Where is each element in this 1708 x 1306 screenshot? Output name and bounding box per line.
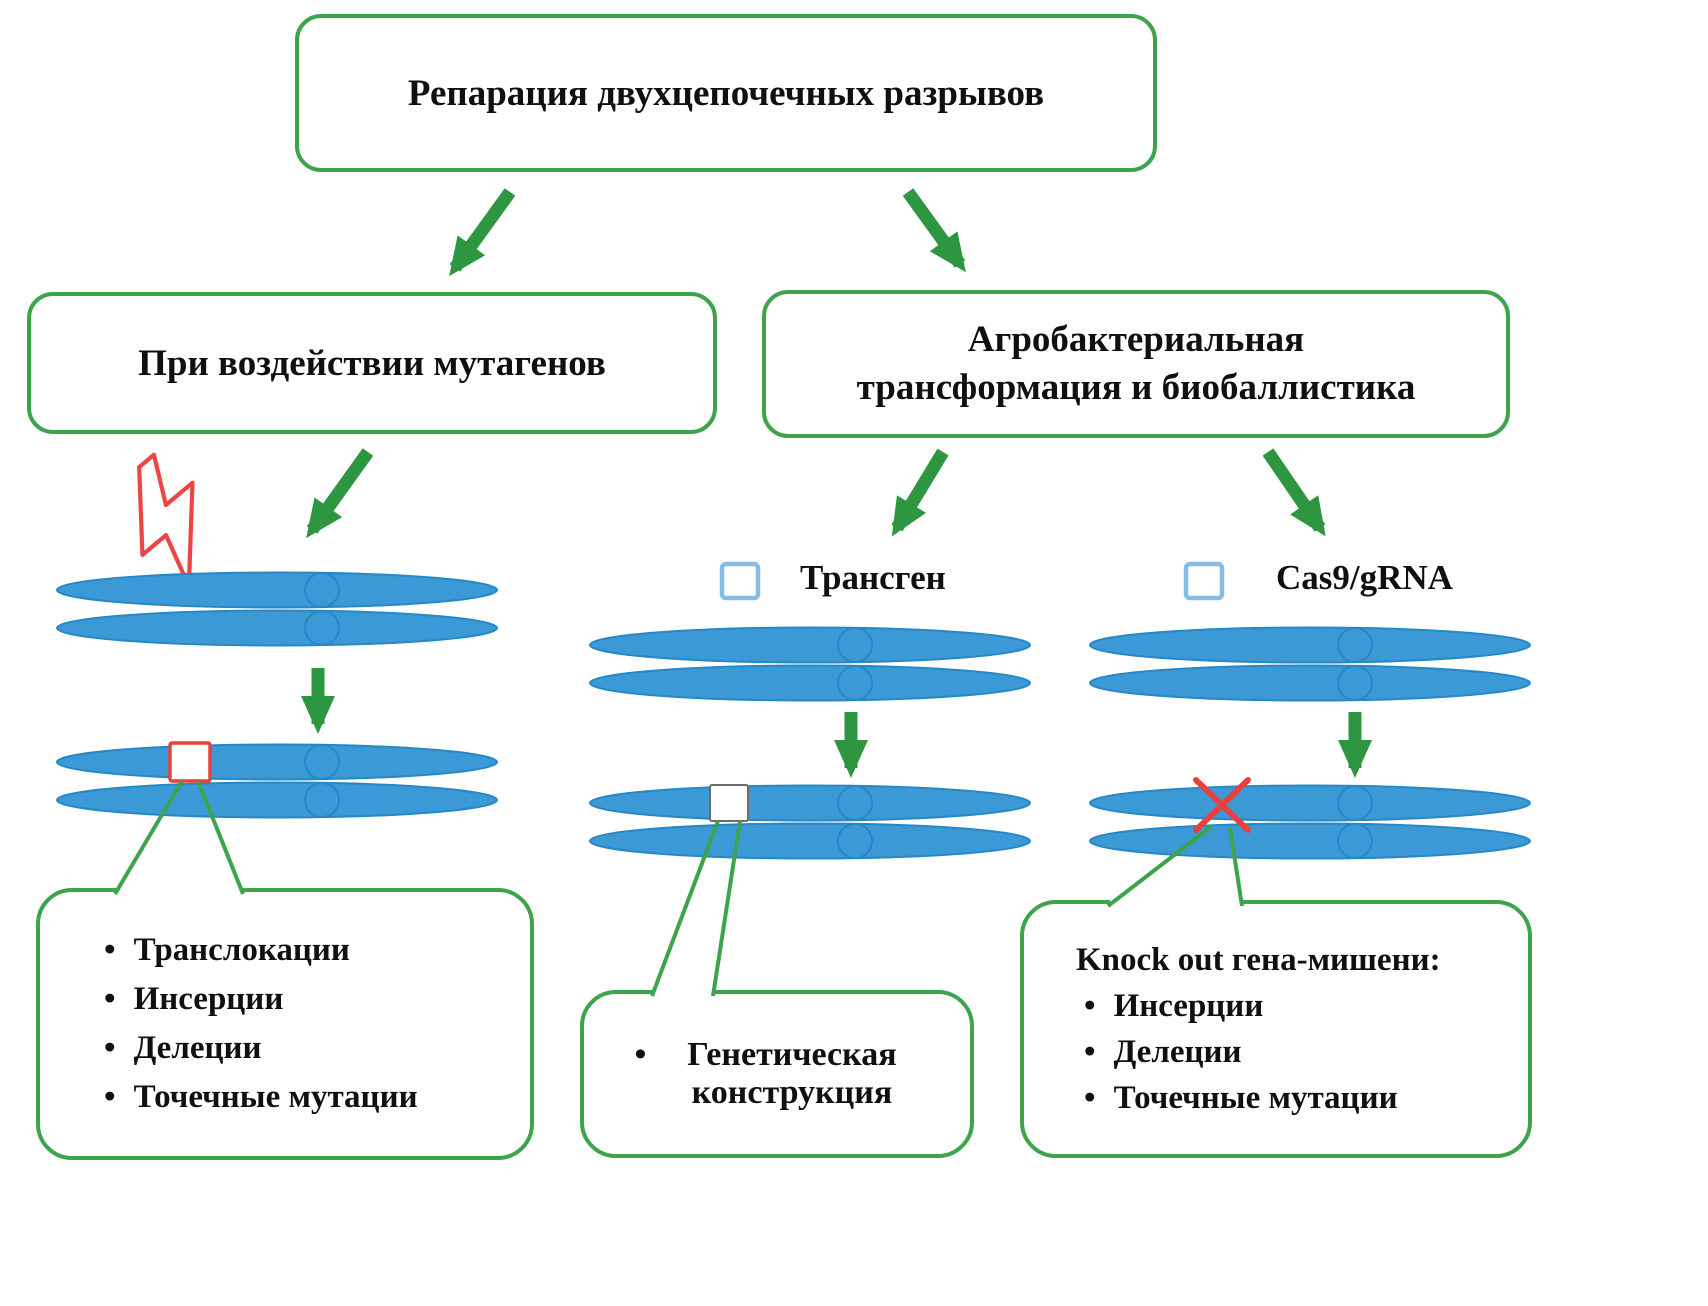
list-item-label: Точечные мутации [133, 1079, 418, 1115]
legend-cas9-label: Cas9/gRNA [1276, 558, 1453, 597]
branch-transformation-label-line1: Агробактериальная [967, 318, 1305, 360]
red-square-marker [168, 741, 212, 783]
bullet-icon: • [104, 1079, 116, 1115]
tail-line [711, 820, 742, 997]
mutagen-lightning-icon [137, 452, 195, 589]
tail-line [196, 780, 245, 895]
bullet-icon: • [634, 1036, 647, 1073]
white-square-marker [709, 784, 749, 822]
chromosome-transgene-after [589, 784, 1031, 860]
list-item: • Инсерции [1084, 988, 1263, 1025]
callout-mutagen-outcomes: • Транслокации • Инсерции • Делеции • То… [36, 888, 534, 1160]
root-box-label: Репарация двухцепочечных разрывов [407, 72, 1045, 114]
bullet-icon: • [104, 981, 116, 1017]
tail-line [1228, 827, 1244, 907]
list-item: • Делеции [1084, 1034, 1242, 1071]
bullet-icon: • [1084, 987, 1096, 1024]
branch-transformation-label-line2: трансформация и биобаллистика [856, 367, 1416, 408]
list-item: • Делеции [104, 1030, 262, 1067]
list-item-label: Делеции [1113, 1033, 1242, 1070]
bullet-icon: • [104, 1030, 116, 1066]
root-box: Репарация двухцепочечных разрывов [295, 14, 1157, 172]
chromosome-transgene-before [589, 626, 1031, 702]
tail-line [113, 779, 184, 896]
arrow-transformation-to-cas9 [1262, 448, 1326, 537]
list-item: • Транслокации [104, 932, 350, 969]
list-item-label: Генетическая конструкция [687, 1036, 897, 1111]
arrow-mutagens-to-chromosome [306, 448, 374, 539]
list-item-label: Инсерции [133, 981, 284, 1017]
bullet-icon: • [1084, 1079, 1096, 1116]
list-item-label: Инсерции [1113, 987, 1264, 1024]
branch-box-transformation: Агробактериальная трансформация и биобал… [762, 290, 1510, 438]
branch-box-mutagens: При воздействии мутагенов [27, 292, 717, 434]
legend-transgene-square-icon [719, 561, 761, 601]
list-item: • Инсерции [104, 981, 283, 1018]
legend-transgene-label: Трансген [800, 558, 946, 597]
list-item-label: Делеции [133, 1030, 262, 1066]
legend-cas9-square-icon [1183, 561, 1225, 601]
tail-line [1106, 824, 1214, 908]
chromosome-mutagens-after [56, 743, 498, 819]
bullet-icon: • [1084, 1033, 1096, 1070]
list-item-label: Точечные мутации [1113, 1079, 1398, 1116]
chromosome-cas9-after [1089, 784, 1531, 860]
arrow-root-to-mutagens [449, 188, 516, 277]
list-item: • Точечные мутации [1084, 1080, 1398, 1117]
callout-genetic-construct: • Генетическая конструкция [580, 990, 974, 1158]
red-cross-marker [1193, 777, 1251, 833]
callout-knockout-title: Knock out гена-мишени: [1076, 941, 1441, 978]
tail-line [650, 820, 720, 997]
arrow-root-to-transformation [902, 188, 966, 273]
chromosome-cas9-before [1089, 626, 1531, 702]
list-item: • Генетическая конструкция [635, 1036, 920, 1112]
list-item: • Точечные мутации [104, 1079, 418, 1116]
arrow-transformation-to-transgene [891, 448, 949, 537]
bullet-icon: • [104, 932, 116, 968]
list-item-label: Транслокации [133, 932, 350, 968]
callout-knockout: Knock out гена-мишени: • Инсерции • Деле… [1020, 900, 1532, 1158]
branch-mutagens-label: При воздействии мутагенов [138, 342, 606, 384]
chromosome-mutagens-before [56, 571, 498, 647]
